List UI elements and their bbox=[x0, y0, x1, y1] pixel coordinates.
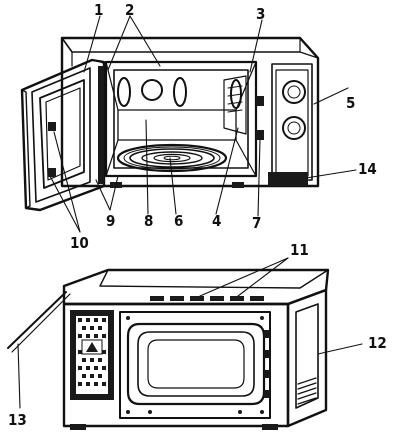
panel-foot bbox=[268, 172, 308, 186]
callout-12: 12 bbox=[368, 334, 387, 352]
power-cord bbox=[7, 291, 67, 349]
callout-2: 2 bbox=[125, 1, 134, 19]
microwave-front-view bbox=[20, 36, 320, 212]
timer-knob bbox=[282, 80, 306, 104]
interlock-slot bbox=[256, 96, 264, 106]
door bbox=[20, 58, 107, 212]
control-panel bbox=[268, 63, 313, 186]
callout-11: 11 bbox=[290, 241, 309, 259]
callout-3: 3 bbox=[256, 5, 265, 23]
callout-14: 14 bbox=[358, 160, 377, 178]
turntable bbox=[116, 143, 228, 173]
rear-vent-grill bbox=[70, 310, 114, 400]
rear-panel bbox=[119, 311, 271, 419]
door-hook-upper bbox=[48, 122, 56, 131]
callout-8: 8 bbox=[144, 212, 153, 230]
top-vent-slots bbox=[150, 296, 264, 301]
callout-7: 7 bbox=[252, 214, 261, 232]
power-knob bbox=[282, 116, 306, 140]
microwave-rear-view bbox=[7, 268, 330, 430]
callout-10: 10 bbox=[70, 234, 89, 252]
leader-lines-top bbox=[49, 15, 357, 233]
door-hinge bbox=[98, 66, 104, 184]
side-vents bbox=[297, 377, 317, 405]
oven-cavity bbox=[104, 60, 264, 178]
callout-labels: 1 2 3 5 14 10 9 8 6 4 7 11 12 13 bbox=[8, 1, 387, 429]
door-hook-lower bbox=[48, 168, 56, 177]
callout-13: 13 bbox=[8, 411, 27, 429]
callout-9: 9 bbox=[106, 212, 115, 230]
callout-1: 1 bbox=[94, 1, 103, 19]
leader-lines-bottom bbox=[17, 257, 363, 409]
callout-4: 4 bbox=[212, 212, 221, 230]
callout-5: 5 bbox=[346, 94, 355, 112]
callout-6: 6 bbox=[174, 212, 183, 230]
